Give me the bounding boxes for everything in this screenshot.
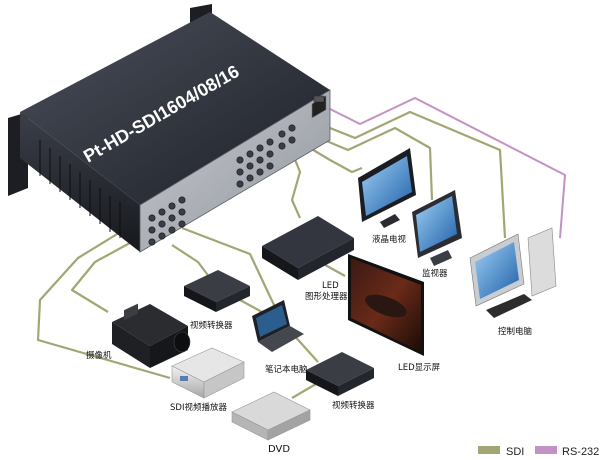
video-converter-bottom: 视频转换器 [306, 352, 375, 411]
legend-sdi-label: SDI [506, 446, 524, 458]
video-converter-top-label: 视频转换器 [190, 320, 233, 331]
cable-sdi-converter-laptop [239, 299, 263, 313]
bnc-connectors [148, 124, 296, 246]
lcd-tv-label: 液晶电视 [372, 234, 407, 245]
cable-rs232-control-pc [327, 97, 566, 239]
legend: SDI RS-232 [478, 446, 599, 458]
laptop-label: 笔记本电脑 [265, 364, 308, 375]
dvd-player: DVD [231, 391, 311, 455]
camera-label: 摄像机 [86, 350, 112, 361]
sdi-player: SDI视频播放器 [170, 347, 245, 413]
led-screen-label: LED显示屏 [398, 363, 441, 373]
led-processor: LED 图形处理器 [262, 216, 354, 302]
cable-sdi-converter-bottom [181, 226, 319, 363]
cable-sdi-led-processor [290, 151, 302, 219]
sdi-player-label: SDI视频播放器 [170, 402, 227, 413]
legend-rs232-label: RS-232 [562, 446, 599, 458]
cable-sdi-control-pc [309, 110, 507, 239]
rs232-cables [327, 97, 566, 239]
cable-sdi-camera [70, 231, 151, 313]
video-converter-top: 视频转换器 [184, 270, 250, 331]
cable-sdi-lcd-tv [299, 141, 363, 174]
led-processor-label-line2: 图形处理器 [305, 291, 348, 302]
lcd-tv: 液晶电视 [358, 148, 416, 245]
cable-sdi-monitor [304, 126, 434, 201]
main-switcher-device: Pt-HD-SDI1604/08/16 [8, 4, 331, 253]
video-converter-bottom-label: 视频转换器 [332, 400, 375, 411]
legend-sdi-swatch [478, 446, 500, 454]
laptop: 笔记本电脑 [252, 300, 308, 375]
control-pc-label: 控制电脑 [498, 326, 533, 337]
led-screen: LED显示屏 [348, 254, 441, 373]
cable-sdi-converter-dvd [291, 383, 317, 399]
cable-sdi-converter-top [171, 244, 211, 279]
monitor-label: 监视器 [422, 268, 448, 279]
side-vents [39, 140, 121, 238]
dvd-label: DVD [268, 444, 290, 455]
cable-sdi-player [36, 219, 171, 380]
monitor: 监视器 [412, 190, 462, 279]
legend-rs232-swatch [535, 446, 557, 454]
camera: 摄像机 [86, 303, 191, 368]
sdi-cables [36, 110, 507, 399]
control-pc: 控制电脑 [469, 227, 557, 337]
led-processor-label-line1: LED [322, 281, 339, 291]
serial-port [313, 95, 325, 103]
